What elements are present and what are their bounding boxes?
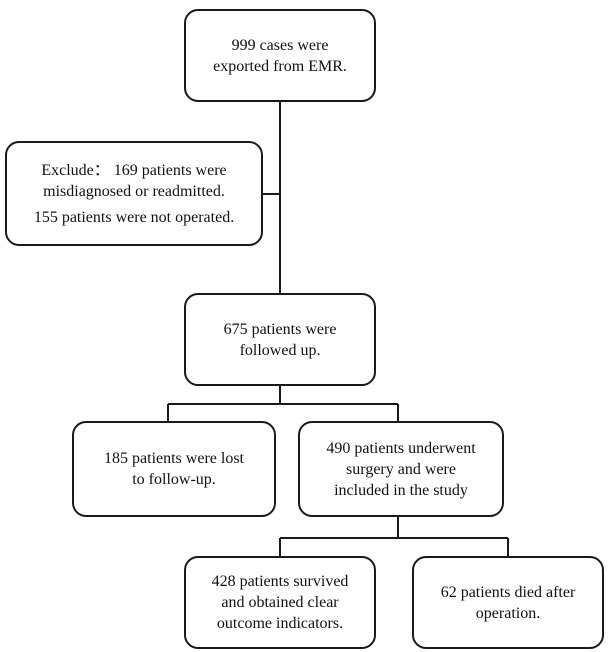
box-text-line: to follow-up. [132, 471, 216, 488]
box-text-line: followed up. [239, 341, 321, 359]
box-text-line: 62 patients died after [440, 583, 576, 601]
box-exclusion: Exclude： 169 patients were misdiagnosed … [5, 141, 263, 246]
box-text-line: 675 patients were [223, 320, 337, 338]
box-text-line: 155 patients were not operated. [33, 208, 235, 226]
box-exported-from-emr: 999 cases were exported from EMR. [184, 9, 376, 102]
box-text-line: misdiagnosed or readmitted. [43, 182, 225, 200]
box-text-line: included in the study [334, 481, 468, 499]
box-text-line: 428 patients survived [211, 573, 349, 590]
box-survived: 428 patients survived and obtained clear… [184, 556, 376, 649]
box-text-line: 490 patients underwent [326, 439, 476, 457]
box-lost-to-follow-up: 185 patients were lost to follow-up. [72, 421, 276, 517]
box-text-line: exported from EMR. [213, 57, 347, 75]
box-text-line: 999 cases were [231, 36, 329, 54]
box-included-in-study: 490 patients underwent surgery and were … [298, 421, 504, 517]
box-text-line: 185 patients were lost [104, 450, 244, 467]
box-text-line: Exclude： 169 patients were [41, 161, 227, 179]
box-text-line: and obtained clear [221, 594, 339, 611]
box-text-line: outcome indicators. [216, 615, 344, 632]
box-text-line: operation. [475, 604, 541, 622]
box-died-after-operation: 62 patients died after operation. [412, 556, 604, 649]
box-followed-up: 675 patients were followed up. [184, 293, 376, 386]
box-text-line: surgery and were [346, 460, 456, 478]
